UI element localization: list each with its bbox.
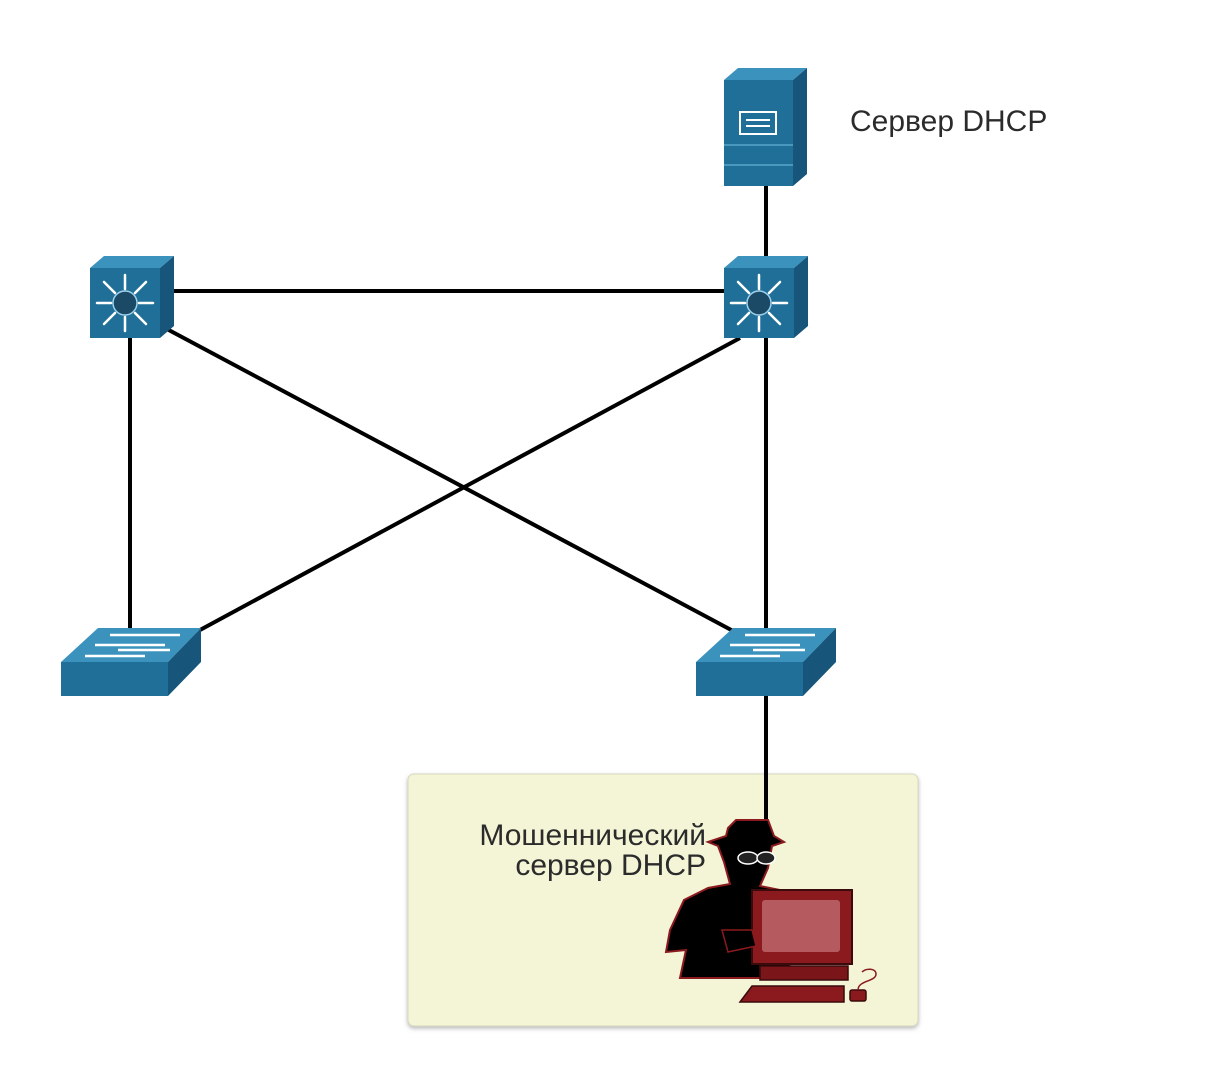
multilayer-switch-icon[interactable]	[90, 256, 174, 338]
link-left-core-to-right-access	[164, 326, 736, 634]
hacker-pc-icon[interactable]	[664, 819, 877, 1003]
multilayer-switch-icon[interactable]	[724, 256, 808, 338]
dhcp-server-label: Сервер DHCP	[850, 105, 1048, 138]
links	[128, 185, 768, 824]
link-right-core-to-left-access	[199, 336, 741, 632]
rogue-server-label-line1: Мошеннический	[479, 819, 706, 852]
switch-icon[interactable]	[61, 628, 201, 696]
switch-icon[interactable]	[696, 628, 836, 696]
server-icon[interactable]	[724, 68, 807, 186]
rogue-server-label-line2: сервер DHCP	[515, 849, 706, 882]
